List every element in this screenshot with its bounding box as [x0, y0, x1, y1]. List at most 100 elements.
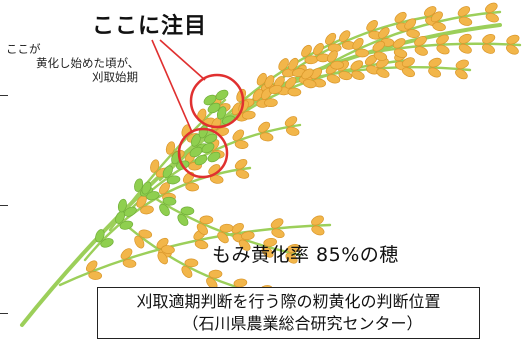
- yellow-grain: [301, 68, 314, 80]
- yellow-grain: [140, 205, 154, 215]
- yellow-grain: [484, 2, 498, 13]
- yellow-grain: [232, 129, 245, 141]
- yellow-grain: [88, 271, 103, 280]
- yellow-grain: [430, 11, 443, 23]
- yellow-grain: [194, 240, 209, 250]
- yellow-grain: [311, 215, 324, 226]
- green-grain: [201, 142, 215, 154]
- yellow-grain: [392, 38, 406, 49]
- note-line-3: 刈取始期: [92, 70, 138, 84]
- green-grain: [166, 175, 181, 185]
- note-line-2: 黄化し始めた頃が、: [36, 56, 140, 70]
- green-grain: [162, 165, 173, 179]
- yellow-grain: [458, 33, 472, 44]
- green-grain: [194, 154, 208, 166]
- yellow-grain: [165, 141, 176, 155]
- yellow-grain: [285, 252, 298, 264]
- yellow-grain: [414, 36, 427, 47]
- panicle-branch: [58, 223, 332, 287]
- yellow-grain: [373, 51, 388, 61]
- yellow-grain: [506, 34, 520, 45]
- green-grain: [207, 151, 221, 163]
- yellow-grain: [285, 126, 300, 136]
- green-grain: [215, 89, 229, 101]
- green-grain: [141, 181, 152, 195]
- green-grain: [204, 133, 218, 144]
- yellow-grain: [506, 44, 519, 55]
- yellow-grain: [485, 12, 499, 23]
- green-grain: [117, 198, 127, 213]
- pointer-line-lower: [151, 39, 193, 133]
- green-grain: [123, 206, 137, 217]
- green-grain: [162, 196, 177, 206]
- yellow-grain: [372, 41, 385, 52]
- green-grain: [119, 220, 134, 230]
- yellow-grain: [268, 84, 283, 95]
- green-grain: [207, 102, 221, 114]
- yellow-grain: [184, 258, 199, 268]
- yellow-grain: [264, 75, 275, 89]
- edge-tick: [0, 313, 8, 314]
- yellow-grain: [313, 43, 324, 56]
- pointer-line-upper: [159, 39, 206, 81]
- yellow-grain: [217, 231, 229, 244]
- panicle-branch: [83, 166, 252, 262]
- highlight-circle-upper: [189, 73, 245, 129]
- yellow-grain: [457, 6, 471, 17]
- yellow-grain: [235, 169, 250, 179]
- green-grain: [216, 106, 227, 120]
- yellow-grain: [196, 223, 208, 235]
- yellow-grain: [122, 258, 137, 268]
- yellow-grain: [287, 87, 302, 97]
- yellow-grain: [138, 229, 153, 239]
- yellow-grain: [157, 251, 168, 265]
- yellow-grain: [325, 32, 337, 45]
- yellow-grain: [455, 69, 468, 80]
- yellow-grain: [393, 48, 408, 58]
- green-grain: [134, 178, 144, 192]
- yellow-grain: [338, 71, 353, 81]
- panicle-branch: [308, 10, 502, 77]
- panicle-branch: [358, 42, 522, 57]
- yellow-grain: [271, 228, 285, 239]
- green-grain: [180, 206, 195, 216]
- yellow-grain: [233, 278, 248, 288]
- caption-box: 刈取適期判断を行う際の籾黄化の判断位置 （石川県農業総合研究センター）: [97, 287, 480, 339]
- yellow-grain: [482, 43, 495, 54]
- yellow-grain: [261, 246, 274, 258]
- yellow-grain: [258, 121, 271, 133]
- green-grain: [190, 133, 201, 147]
- yellow-grain: [234, 140, 249, 149]
- yellow-grain: [482, 34, 496, 44]
- yellow-grain: [259, 132, 274, 142]
- yellow-grain: [455, 59, 469, 70]
- yellow-grain: [350, 60, 364, 71]
- yellow-grain: [432, 22, 446, 32]
- caption-title: 刈取適期判断を行う際の籾黄化の判断位置: [136, 292, 441, 311]
- yellow-grain: [352, 37, 364, 50]
- yellow-grain: [436, 34, 449, 45]
- yellow-grain: [355, 48, 369, 58]
- yellow-grain: [234, 158, 248, 170]
- yellow-grain: [428, 67, 442, 78]
- yellow-grain: [199, 215, 214, 225]
- green-grain: [189, 146, 203, 158]
- yellow-grain: [330, 60, 345, 70]
- yellow-grain: [406, 29, 420, 39]
- note-line-1: ここが: [6, 42, 41, 56]
- yellow-grain: [150, 159, 160, 173]
- green-grain: [95, 229, 105, 243]
- yellow-grain: [302, 79, 317, 89]
- yellow-grain: [394, 11, 407, 23]
- panicle-branch: [148, 193, 302, 257]
- yellow-grain: [326, 74, 341, 84]
- yellow-grain: [263, 237, 277, 247]
- yellow-grain: [428, 57, 442, 68]
- yellow-grain: [284, 116, 298, 127]
- harvest-start-note: ここが 黄化し始めた頃が、 刈取始期: [6, 42, 166, 84]
- yellow-grain: [120, 248, 133, 260]
- caption-source: （石川県農業総合研究センター）: [182, 314, 423, 333]
- yellow-grain: [185, 182, 200, 192]
- green-grain: [177, 213, 189, 226]
- yellow-grain: [414, 46, 428, 56]
